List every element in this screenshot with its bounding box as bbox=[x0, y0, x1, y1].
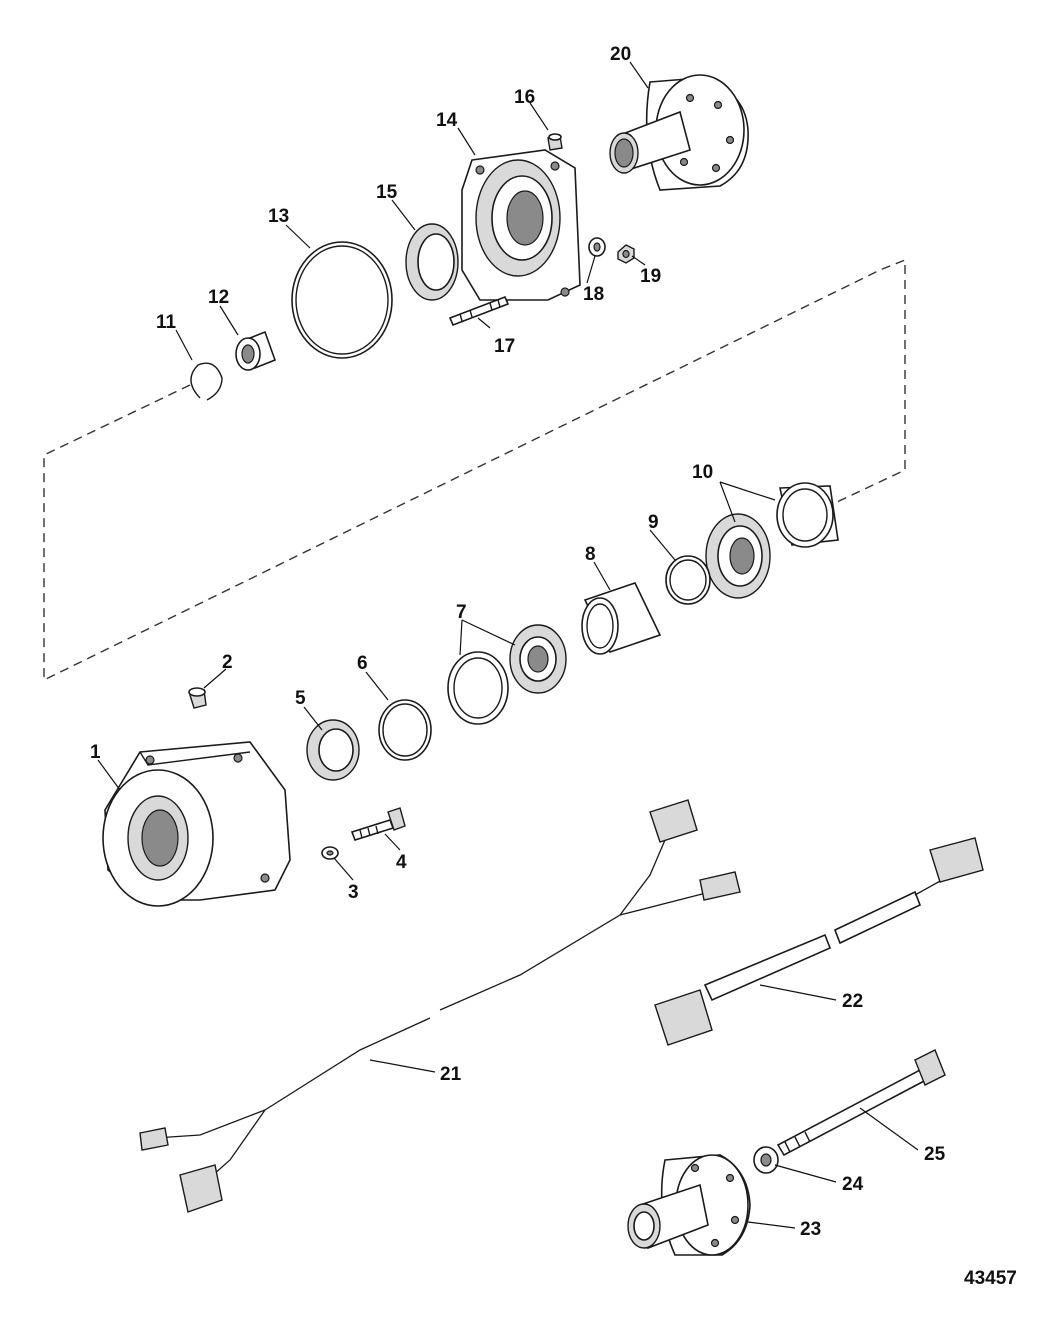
callout-17: 17 bbox=[494, 336, 515, 357]
part-15-seal bbox=[405, 223, 459, 301]
part-16-fitting bbox=[547, 133, 563, 151]
part-14-housing bbox=[461, 149, 581, 301]
part-8-spacer bbox=[581, 582, 662, 655]
part-25-bolt bbox=[776, 1049, 946, 1157]
callout-1: 1 bbox=[90, 742, 101, 763]
callout-22: 22 bbox=[842, 991, 863, 1012]
callout-19: 19 bbox=[640, 266, 661, 287]
callout-3: 3 bbox=[348, 882, 359, 903]
part-23-input-flange bbox=[627, 1154, 751, 1256]
part-24-washer bbox=[753, 1146, 779, 1174]
callout-25: 25 bbox=[924, 1144, 946, 1165]
callout-24: 24 bbox=[842, 1174, 864, 1195]
part-5-seal bbox=[306, 719, 360, 781]
callout-labels: 20 16 14 15 13 12 11 17 18 19 10 9 8 7 6… bbox=[90, 44, 1017, 1289]
leader-lines bbox=[97, 61, 919, 1229]
callout-11: 11 bbox=[156, 312, 177, 333]
part-19-nut bbox=[617, 244, 635, 264]
part-17-stud bbox=[448, 295, 510, 327]
callout-16: 16 bbox=[514, 87, 535, 108]
callout-23: 23 bbox=[800, 1219, 821, 1240]
part-4-bolt bbox=[350, 807, 406, 841]
part-13-o-ring bbox=[291, 241, 393, 359]
part-21-wire-harness bbox=[139, 799, 741, 1213]
callout-18: 18 bbox=[583, 284, 604, 305]
figure-number: 43457 bbox=[964, 1268, 1017, 1289]
part-12-bushing bbox=[235, 330, 277, 371]
part-10-bearing bbox=[705, 482, 839, 599]
callout-9: 9 bbox=[648, 512, 659, 533]
callout-15: 15 bbox=[376, 182, 398, 203]
callout-14: 14 bbox=[436, 110, 458, 131]
callout-13: 13 bbox=[268, 206, 289, 227]
part-2-plug bbox=[188, 687, 207, 709]
part-18-washer bbox=[588, 237, 606, 257]
part-3-washer bbox=[321, 846, 339, 860]
callout-21: 21 bbox=[440, 1064, 462, 1085]
part-6-ring bbox=[378, 699, 432, 761]
callout-5: 5 bbox=[295, 688, 306, 709]
callout-7: 7 bbox=[456, 602, 467, 623]
part-9-ring bbox=[665, 555, 711, 605]
callout-8: 8 bbox=[585, 544, 596, 565]
callout-20: 20 bbox=[610, 44, 631, 65]
callout-4: 4 bbox=[396, 852, 407, 873]
part-11-snap-ring bbox=[190, 362, 223, 401]
part-22-harness bbox=[654, 837, 984, 1046]
callout-6: 6 bbox=[357, 653, 368, 674]
part-20-output-flange bbox=[609, 74, 749, 191]
callout-10: 10 bbox=[692, 462, 713, 483]
callout-12: 12 bbox=[208, 287, 229, 308]
part-1-housing bbox=[102, 741, 291, 907]
part-7-bearing bbox=[447, 624, 567, 725]
callout-2: 2 bbox=[222, 652, 233, 673]
